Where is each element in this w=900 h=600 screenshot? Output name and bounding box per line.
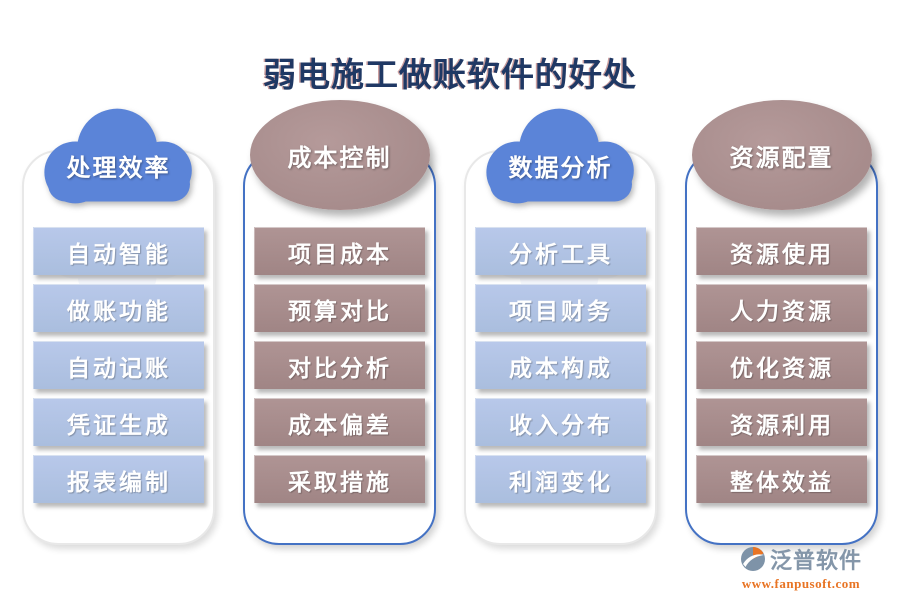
- column-data-analysis: 数据分析 分析工具 项目财务 成本构成 收入分布 利润变化: [464, 108, 657, 545]
- ellipse-shape: 资源配置: [691, 100, 872, 210]
- column-header-label: 处理效率: [66, 155, 171, 182]
- column-header-label: 资源配置: [729, 145, 834, 172]
- item-list: 资源使用 人力资源 优化资源 资源利用 整体效益: [685, 227, 878, 512]
- item-button: 人力资源: [696, 284, 867, 332]
- column-header-label: 成本控制: [287, 145, 392, 172]
- item-button: 利润变化: [475, 455, 646, 503]
- item-list: 项目成本 预算对比 对比分析 成本偏差 采取措施: [243, 227, 436, 512]
- item-button: 报表编制: [33, 455, 204, 503]
- page-title: 弱电施工做账软件的好处: [263, 58, 637, 94]
- cloud-shape: 处理效率: [28, 100, 210, 212]
- item-button: 项目成本: [254, 227, 425, 275]
- item-button: 分析工具: [475, 227, 646, 275]
- item-button: 自动智能: [33, 227, 204, 275]
- item-button: 采取措施: [254, 455, 425, 503]
- item-button: 收入分布: [475, 398, 646, 446]
- item-button: 成本构成: [475, 341, 646, 389]
- item-button: 凭证生成: [33, 398, 204, 446]
- cloud-shape: 数据分析: [470, 100, 652, 212]
- item-button: 资源使用: [696, 227, 867, 275]
- item-button: 预算对比: [254, 284, 425, 332]
- ellipse-shape: 成本控制: [249, 100, 430, 210]
- item-button: 做账功能: [33, 284, 204, 332]
- item-button: 自动记账: [33, 341, 204, 389]
- column-processing-efficiency: 处理效率 自动智能 做账功能 自动记账 凭证生成 报表编制: [22, 108, 215, 545]
- item-button: 对比分析: [254, 341, 425, 389]
- item-button: 资源利用: [696, 398, 867, 446]
- item-list: 自动智能 做账功能 自动记账 凭证生成 报表编制: [22, 227, 215, 512]
- item-list: 分析工具 项目财务 成本构成 收入分布 利润变化: [464, 227, 657, 512]
- column-cost-control: 成本控制 项目成本 预算对比 对比分析 成本偏差 采取措施: [243, 100, 436, 545]
- item-button: 项目财务: [475, 284, 646, 332]
- column-header-label: 数据分析: [508, 155, 613, 182]
- brand-website: www.fanpusoft.com: [741, 576, 861, 591]
- item-button: 整体效益: [696, 455, 867, 503]
- brand-footer: 泛普软件 www.fanpusoft.com: [716, 543, 886, 592]
- column-resource-allocation: 资源配置 资源使用 人力资源 优化资源 资源利用 整体效益: [685, 100, 878, 545]
- item-button: 优化资源: [696, 341, 867, 389]
- item-button: 成本偏差: [254, 398, 425, 446]
- fanpu-logo-icon: [740, 547, 765, 571]
- brand-name: 泛普软件: [769, 548, 862, 573]
